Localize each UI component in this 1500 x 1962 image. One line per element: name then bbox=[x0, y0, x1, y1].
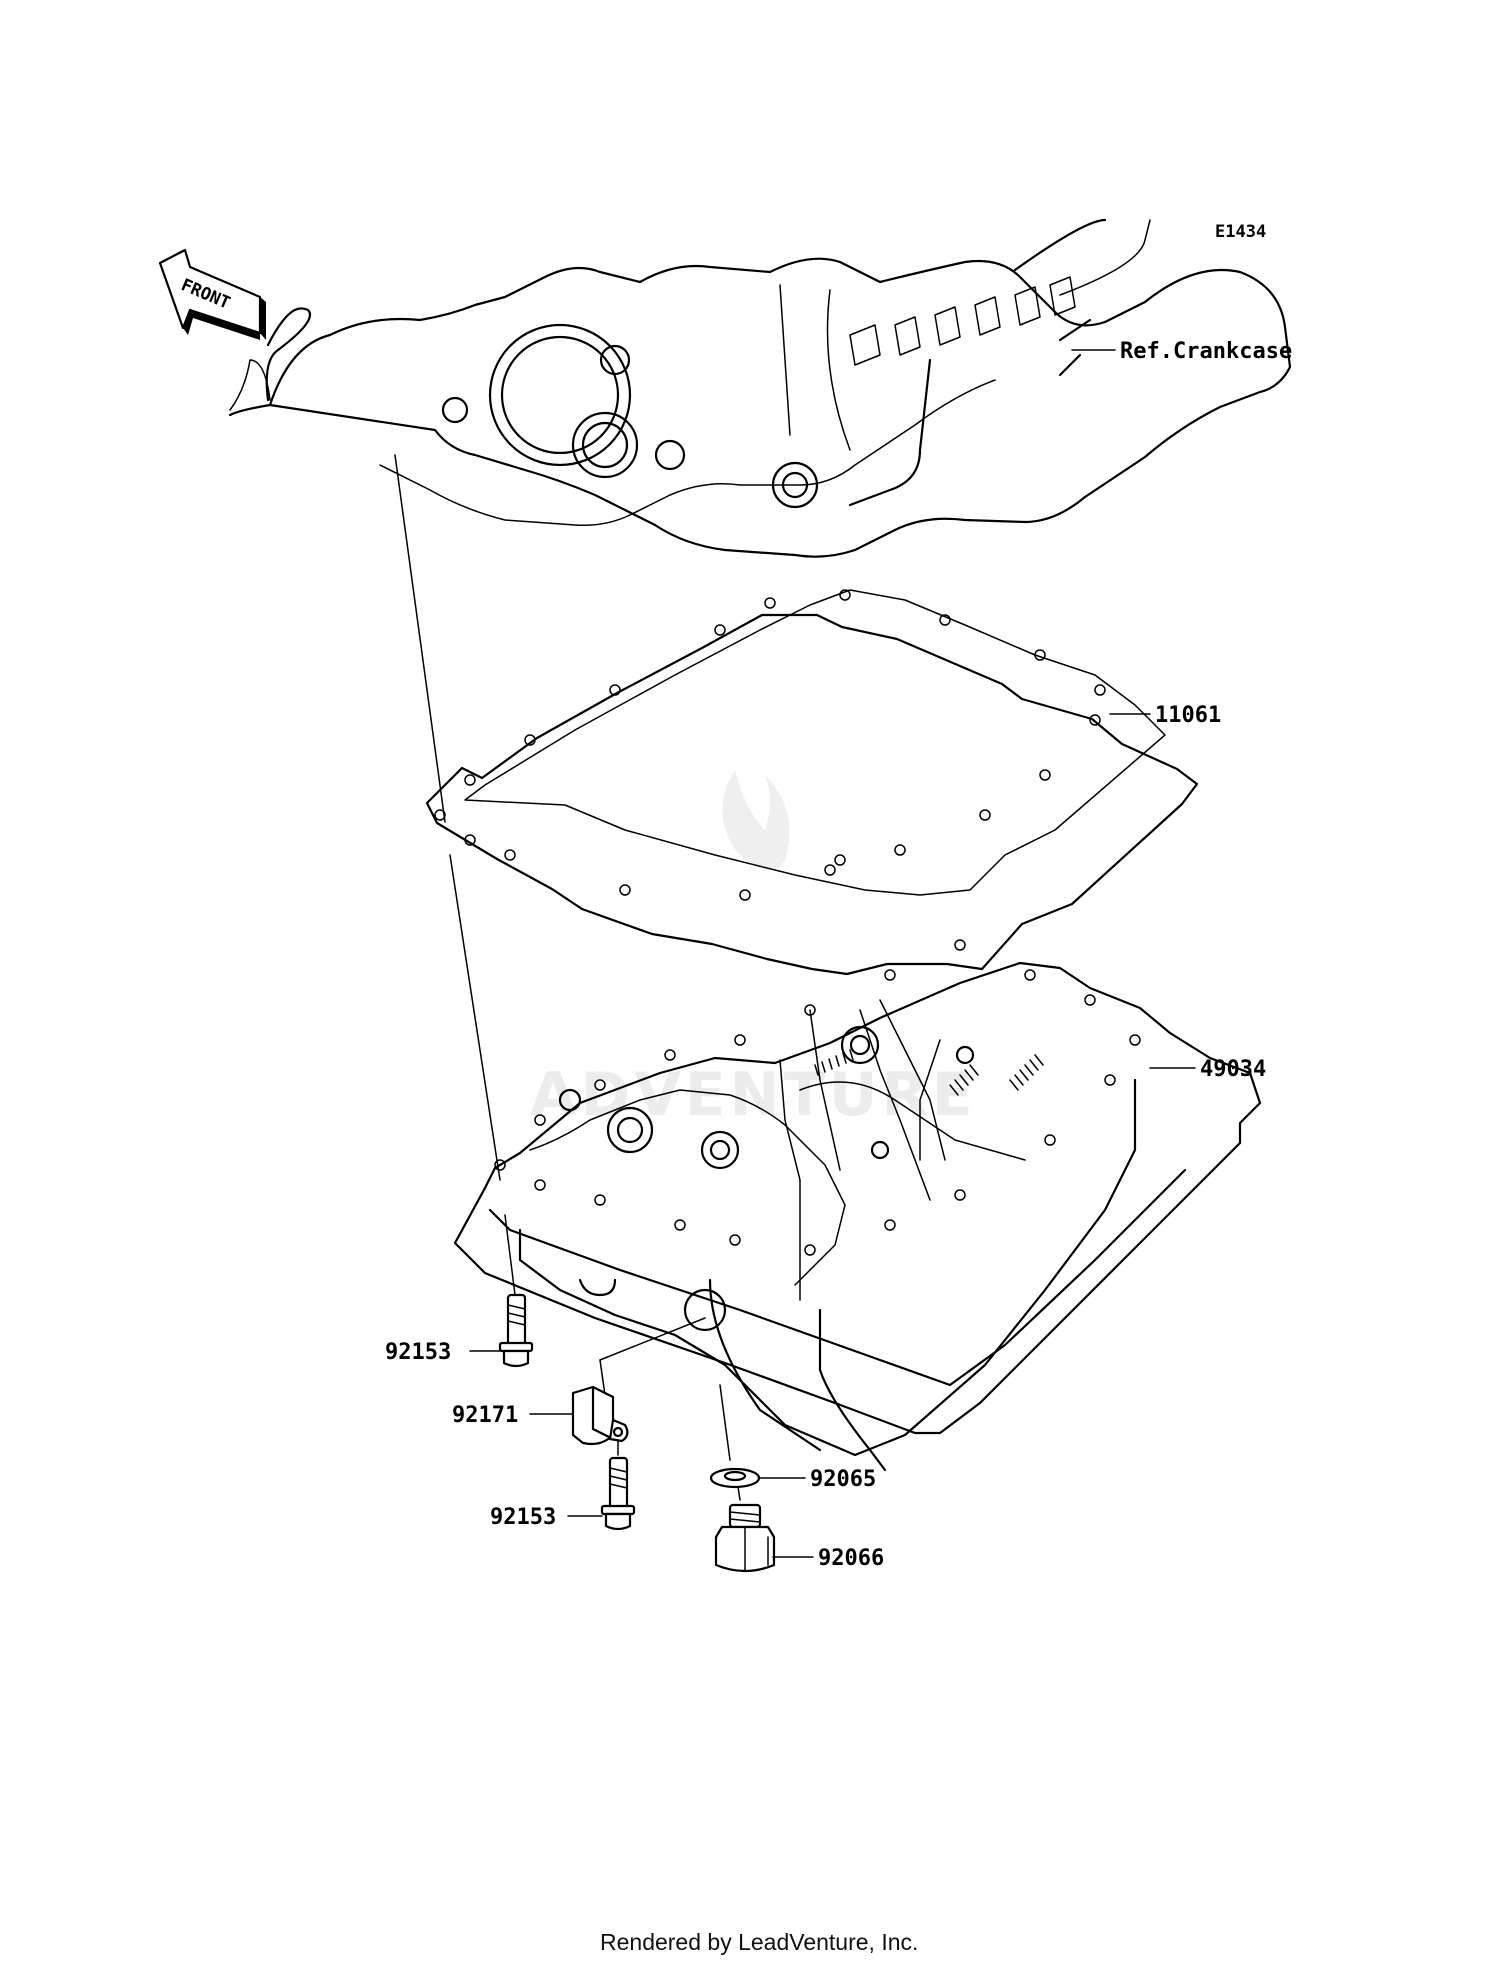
bolt-lower-drawing bbox=[600, 1456, 636, 1531]
callout-bolt-upper[interactable]: 92153 bbox=[385, 1340, 451, 1365]
clamp-drawing bbox=[571, 1385, 629, 1446]
oil-pan-drawing bbox=[453, 939, 1262, 1472]
callout-crankcase[interactable]: Ref.Crankcase bbox=[1120, 339, 1292, 364]
drain-plug-drawing bbox=[714, 1503, 776, 1573]
diagram-code: E1434 bbox=[1215, 222, 1266, 242]
callout-labels: Ref.Crankcase 11061 49034 92153 92171 92… bbox=[385, 339, 1292, 1571]
gasket-drawing bbox=[425, 589, 1199, 976]
washer-drawing bbox=[709, 1467, 761, 1489]
callout-clamp[interactable]: 92171 bbox=[452, 1403, 518, 1428]
alignment-lines bbox=[394, 454, 741, 1501]
footer-credit: Rendered by LeadVenture, Inc. bbox=[600, 1929, 918, 1955]
callout-washer[interactable]: 92065 bbox=[810, 1467, 876, 1492]
callout-drain-plug[interactable]: 92066 bbox=[818, 1546, 884, 1571]
callout-gasket[interactable]: 11061 bbox=[1155, 703, 1221, 728]
bolt-upper-drawing bbox=[498, 1293, 534, 1368]
watermark: ADVENTURE bbox=[530, 770, 977, 1130]
crankcase-drawing bbox=[228, 218, 1292, 558]
callout-leaders bbox=[469, 349, 1196, 1558]
callout-bolt-lower[interactable]: 92153 bbox=[490, 1505, 556, 1530]
callout-oil-pan[interactable]: 49034 bbox=[1200, 1057, 1266, 1082]
front-arrow-icon: FRONT bbox=[158, 248, 266, 340]
watermark-text: ADVENTURE bbox=[530, 1060, 977, 1130]
